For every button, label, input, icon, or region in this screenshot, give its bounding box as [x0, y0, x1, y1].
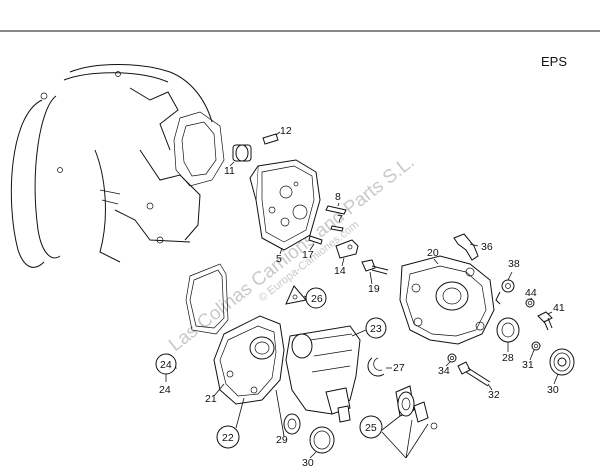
label-34: 34	[438, 365, 450, 377]
leader-14	[341, 257, 345, 267]
label-11: 11	[224, 165, 235, 177]
label-27: 27	[393, 362, 405, 374]
part-21-pump-body	[213, 315, 285, 405]
label-24-callout: 24	[160, 359, 172, 371]
leader-32	[487, 383, 493, 391]
leader-5	[279, 247, 283, 255]
part-14-bracket	[335, 239, 359, 259]
part-28-seal	[496, 317, 520, 343]
label-26-callout: 26	[311, 293, 323, 305]
label-44: 44	[525, 287, 537, 299]
leader-25b	[381, 431, 407, 459]
leader-21	[213, 383, 225, 397]
part-25-shaft	[395, 385, 438, 430]
leader-41	[547, 311, 553, 315]
part-30-cap-bottom	[309, 426, 335, 454]
part-12-pin	[262, 131, 281, 145]
part-19-bolt	[361, 259, 389, 275]
part-27-circlip	[367, 357, 385, 377]
part-17-pin	[308, 235, 323, 245]
part-29-bearing	[283, 413, 301, 435]
label-8: 8	[335, 191, 341, 203]
leader-44	[529, 297, 533, 301]
label-28: 28	[502, 352, 514, 364]
leader-29	[275, 389, 285, 437]
leader-30-right	[553, 373, 559, 385]
label-30-right: 30	[547, 384, 559, 396]
label-22: 22	[222, 432, 234, 444]
label-5: 5	[276, 253, 282, 265]
label-38: 38	[508, 258, 520, 270]
leader-34	[445, 361, 451, 367]
label-12: 12	[280, 125, 292, 137]
part-32-bolt	[457, 361, 491, 387]
label-20: 20	[427, 247, 439, 259]
part-41-bolt	[537, 311, 553, 331]
part-7-pin	[330, 225, 344, 232]
label-17: 17	[302, 249, 314, 261]
leader-25a	[381, 415, 401, 431]
part-36-elbow	[453, 233, 479, 261]
part-23-gear-assembly	[285, 325, 361, 423]
part-11-bearing	[229, 144, 252, 167]
callout-25	[359, 415, 383, 439]
part-8-bolt	[325, 202, 347, 215]
part-5-cover	[249, 159, 321, 251]
leader-25c	[405, 419, 413, 459]
leader-17	[309, 243, 315, 251]
label-25-callout: 25	[365, 422, 377, 434]
label-21: 21	[205, 393, 217, 405]
leader-23	[351, 329, 367, 337]
callout-23	[365, 317, 387, 339]
part-38-banjo	[495, 271, 515, 305]
label-32: 32	[488, 389, 500, 401]
part-34-washer	[447, 353, 457, 363]
transmission-housing	[10, 64, 225, 268]
callout-30-cap-right	[557, 357, 567, 367]
label-29: 29	[276, 434, 288, 446]
leader-19	[369, 271, 373, 285]
label-23-callout: 23	[370, 323, 382, 335]
leader-30-bottom	[309, 451, 317, 459]
leader-25d	[405, 423, 429, 459]
section-code: EPS	[541, 54, 567, 69]
label-7: 7	[337, 213, 343, 225]
label-30-bottom: 30	[302, 457, 314, 469]
leader-22	[235, 397, 245, 429]
label-31: 31	[522, 359, 534, 371]
label-14: 14	[334, 265, 346, 277]
callout-22	[216, 425, 240, 449]
leader-31	[529, 349, 535, 361]
part-44-ring	[525, 298, 535, 308]
leader-20	[433, 258, 439, 265]
part-31-washer	[531, 341, 541, 351]
label-41: 41	[553, 302, 565, 314]
label-36: 36	[481, 241, 493, 253]
label-19: 19	[368, 283, 380, 295]
part-20-pump-housing	[399, 255, 495, 345]
part-26-plate	[285, 285, 310, 305]
label-24: 24	[159, 384, 171, 396]
